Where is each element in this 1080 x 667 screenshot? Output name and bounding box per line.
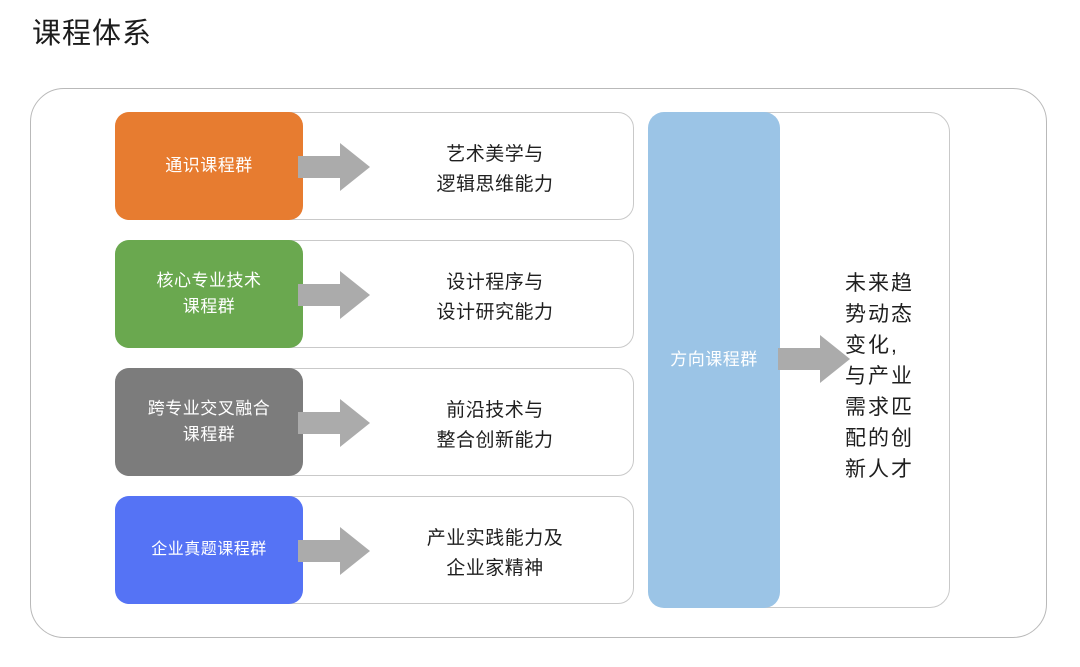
- course-group-box-interdisciplinary[interactable]: 跨专业交叉融合 课程群: [115, 368, 303, 476]
- right-block-arrow-icon: [298, 141, 370, 193]
- course-group-label: 企业真题课程群: [151, 541, 267, 558]
- course-group-box-core[interactable]: 核心专业技术 课程群: [115, 240, 303, 348]
- page-title: 课程体系: [32, 18, 153, 50]
- course-group-box-general[interactable]: 通识课程群: [115, 112, 303, 220]
- outcome-text: 设计程序与 设计研究能力: [436, 272, 554, 323]
- outcome-text: 前沿技术与 整合创新能力: [436, 400, 554, 451]
- direction-course-group-box[interactable]: 方向课程群: [648, 112, 780, 608]
- course-group-label: 核心专业技术 课程群: [156, 271, 262, 316]
- right-block-arrow-icon: [298, 269, 370, 321]
- course-group-label: 跨专业交叉融合 课程群: [147, 399, 271, 444]
- right-block-arrow-icon: [298, 397, 370, 449]
- outcome-text: 艺术美学与 逻辑思维能力: [436, 144, 554, 195]
- course-group-label: 通识课程群: [165, 156, 253, 175]
- final-outcome-text: 未来趋 势动态 变化, 与产业 需求匹 配的创 新人才: [845, 272, 914, 481]
- right-block-arrow-icon: [298, 525, 370, 577]
- outcome-text: 产业实践能力及 企业家精神: [426, 528, 564, 579]
- direction-course-group-label: 方向课程群: [670, 350, 758, 369]
- course-group-box-enterprise[interactable]: 企业真题课程群: [115, 496, 303, 604]
- right-block-arrow-icon: [778, 333, 850, 385]
